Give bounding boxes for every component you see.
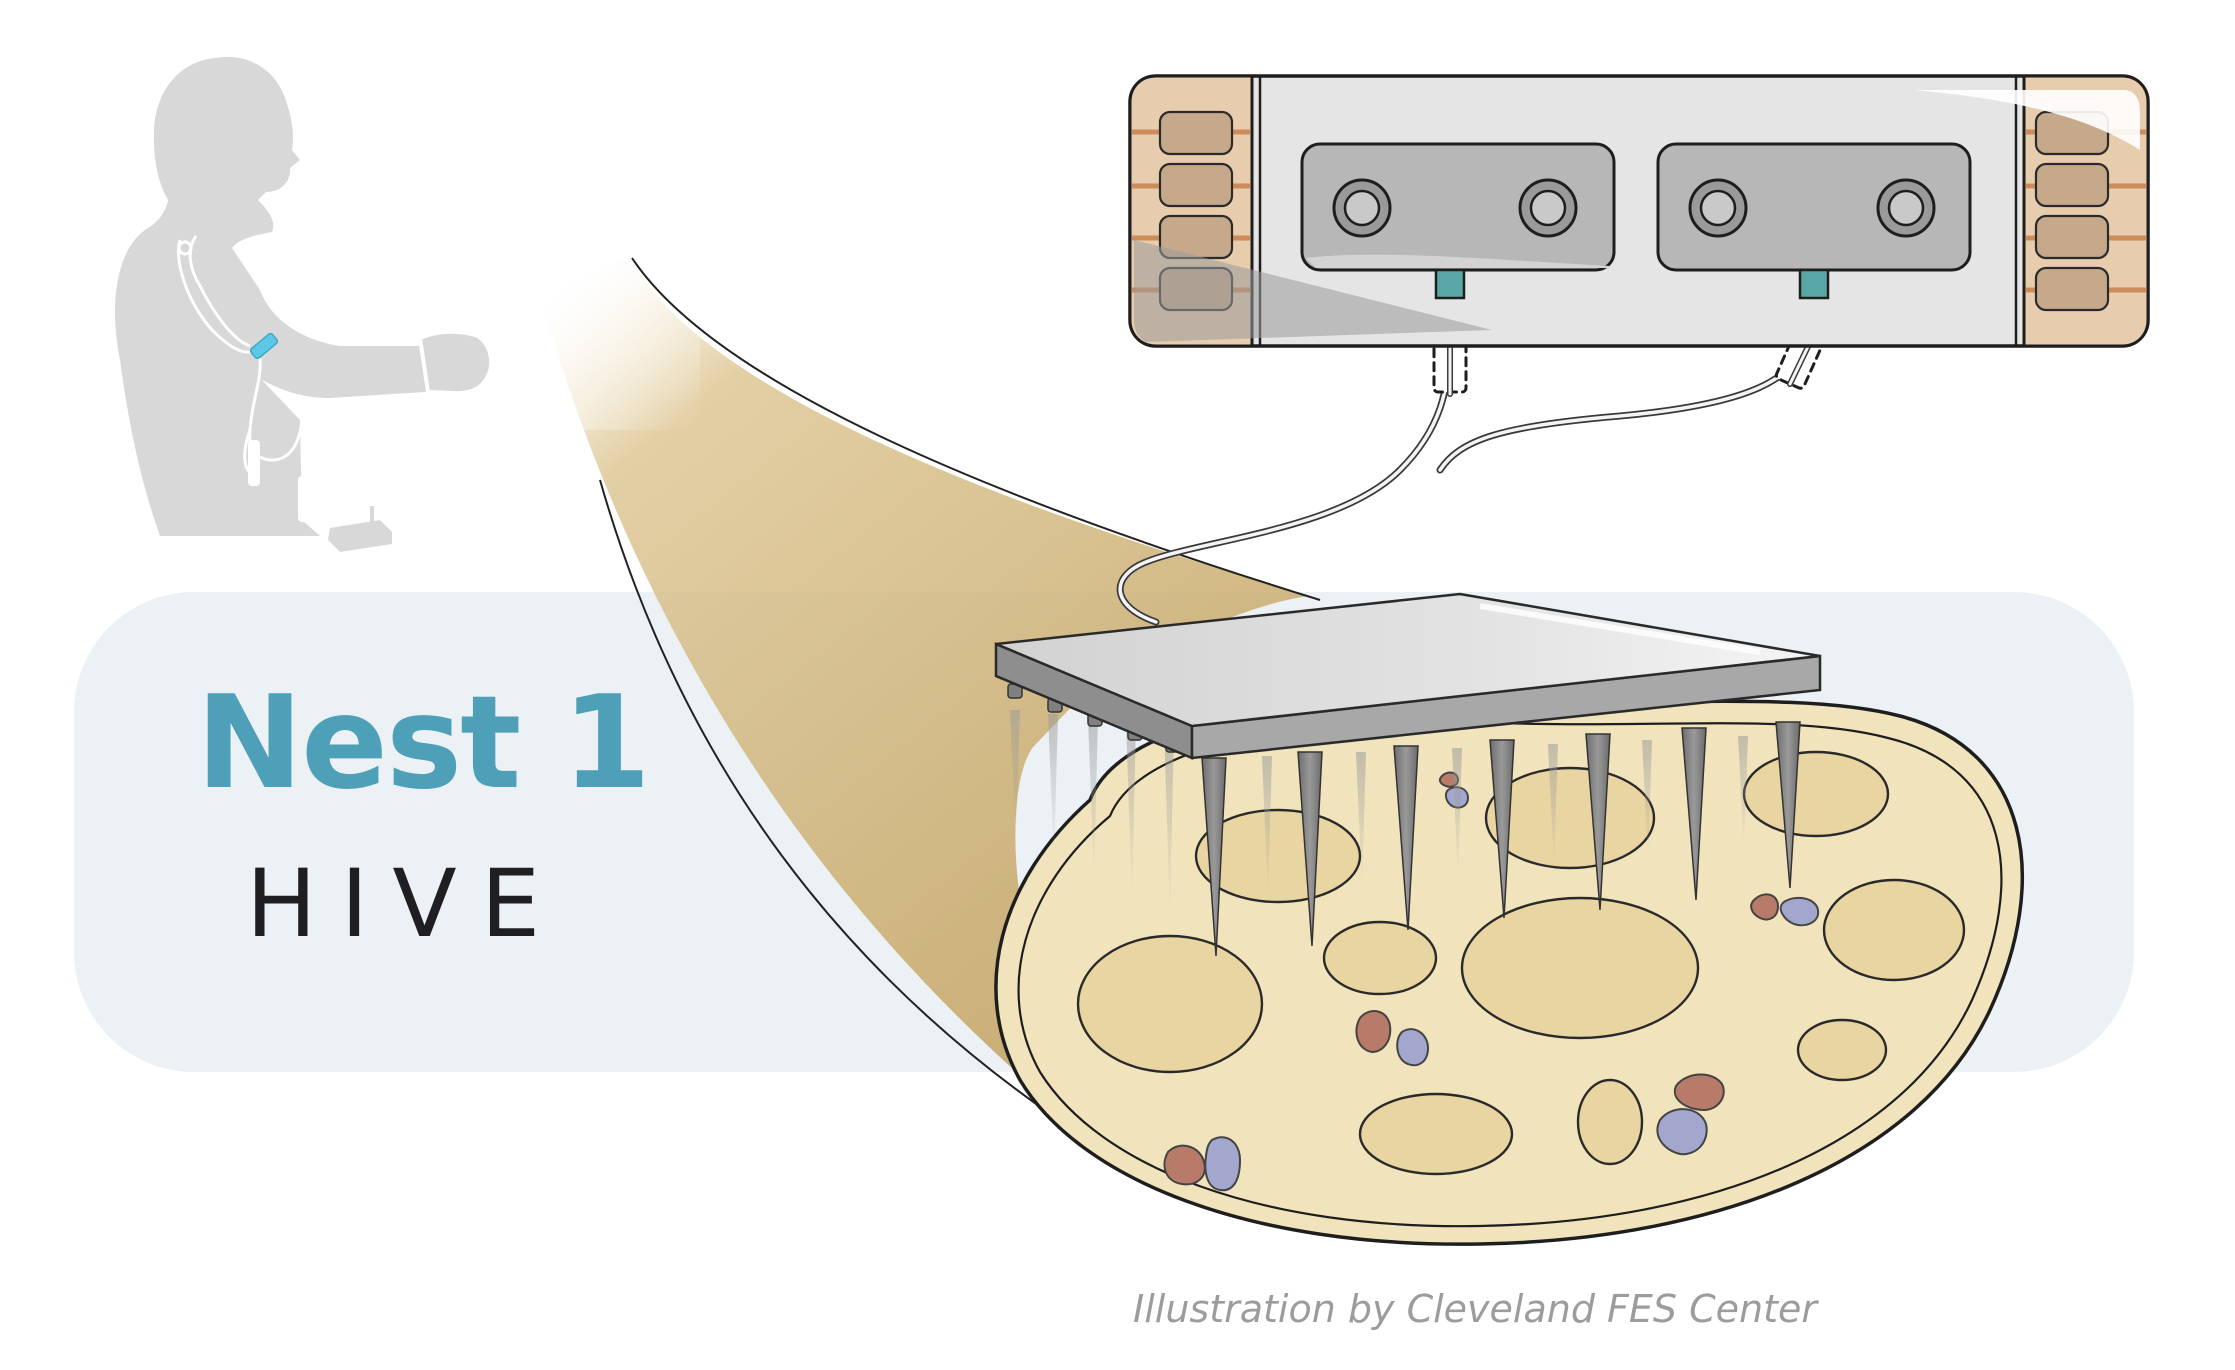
artery	[1673, 1073, 1725, 1112]
electrode-needle	[1681, 727, 1707, 901]
fascicle	[1484, 766, 1656, 870]
fascicle	[1742, 750, 1890, 838]
diagram-subtitle: HIVE	[246, 850, 565, 959]
artery	[1750, 893, 1780, 921]
implanted-device-icon	[249, 332, 279, 360]
diagram-title: Nest 1	[196, 669, 651, 818]
vein	[1396, 1028, 1430, 1067]
electrode-needle	[1201, 757, 1227, 957]
artery	[1355, 1010, 1392, 1054]
contact-pad	[1158, 162, 1234, 208]
nerve-cross-section	[994, 696, 2024, 1246]
electrode-needle	[1585, 733, 1611, 911]
electrode-needle	[1297, 751, 1323, 947]
electrode-needle	[1393, 745, 1419, 931]
vein	[1656, 1108, 1708, 1156]
contact-pad	[2034, 266, 2110, 312]
zoom-cone	[520, 240, 1321, 1150]
vein	[1204, 1136, 1242, 1192]
artery	[1163, 1144, 1206, 1186]
electrode-needle	[1775, 721, 1801, 889]
fascicle	[1322, 920, 1438, 996]
fascicle	[1076, 934, 1264, 1074]
external-receiver-icon	[328, 506, 392, 552]
fascicle	[1358, 1092, 1514, 1176]
electrode-needle	[1489, 739, 1515, 919]
fascicle	[1460, 896, 1700, 1040]
lead-connector	[1798, 268, 1830, 300]
fascicle	[1194, 808, 1362, 904]
illustration-credit: Illustration by Cleveland FES Center	[1133, 1287, 1817, 1331]
electrode-array	[994, 592, 1822, 957]
contact-pad	[2034, 162, 2110, 208]
lead-connector	[1434, 268, 1466, 300]
fascicle	[1796, 1018, 1888, 1082]
contact-pad	[1158, 110, 1234, 156]
vein	[1779, 896, 1820, 927]
fascicle	[1822, 878, 1966, 982]
contact-pad	[2034, 214, 2110, 260]
human-silhouette-icon	[115, 56, 494, 552]
fascicle	[1576, 1078, 1644, 1166]
connector-housing	[1128, 74, 2150, 348]
